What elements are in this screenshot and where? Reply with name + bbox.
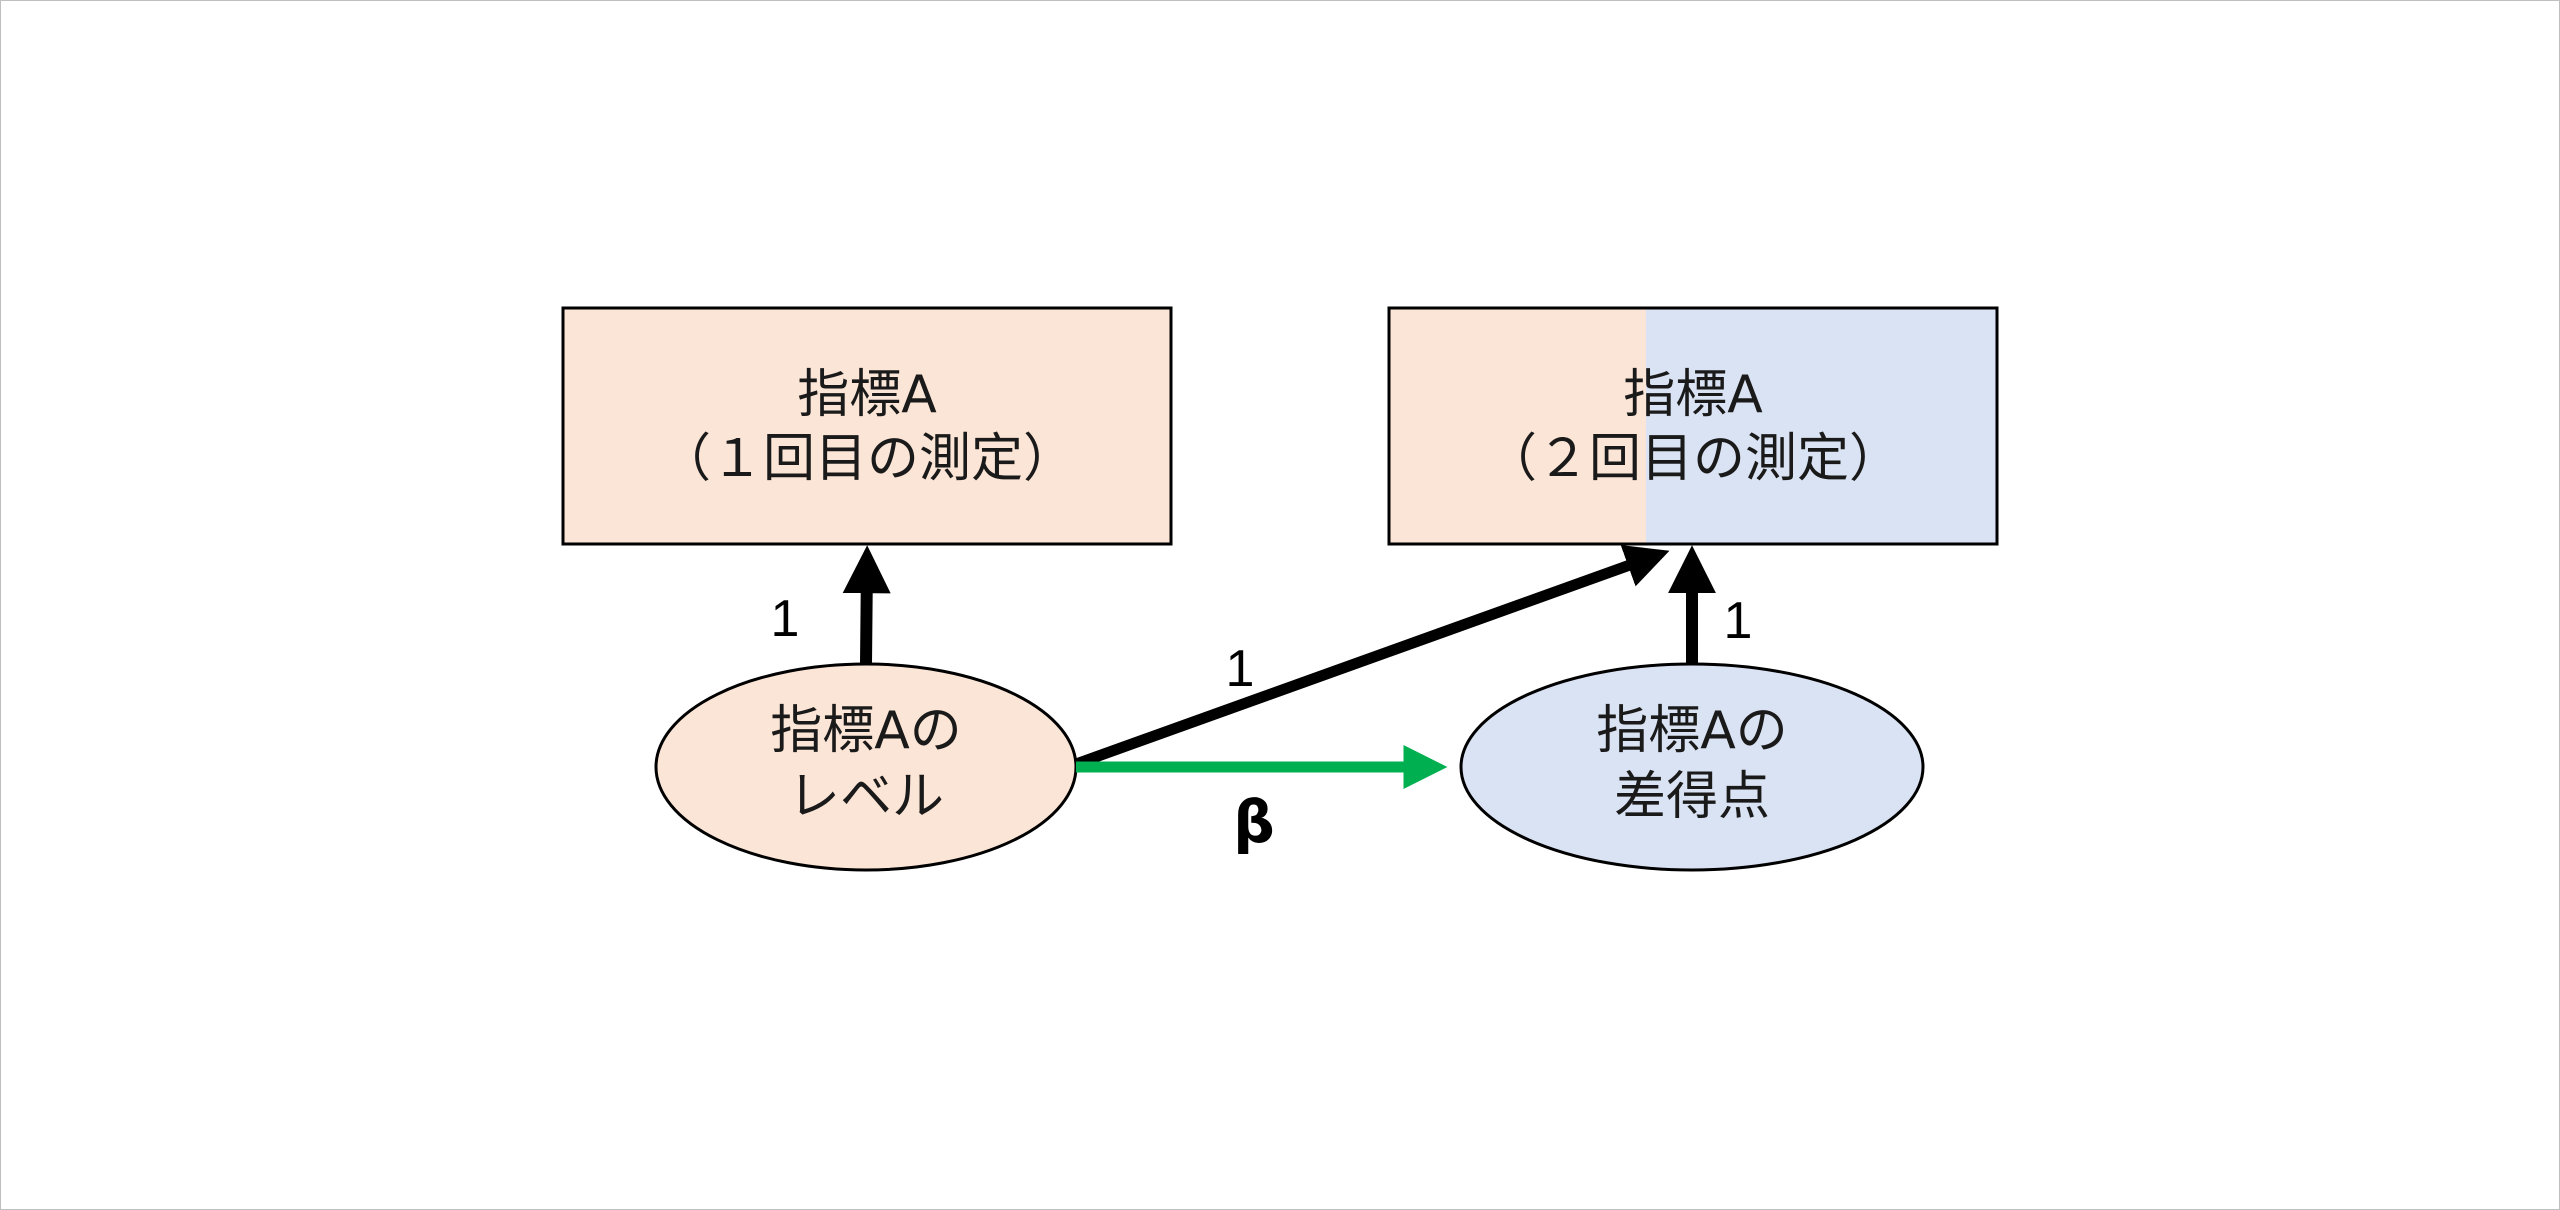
measure1-title: 指標A [797, 365, 937, 425]
difference-to-measure2-label: 1 [1724, 592, 1753, 650]
measure1-subtitle: （１回目の測定） [659, 429, 1075, 489]
level-to-measure1-arrow [842, 545, 891, 665]
level-to-measure1-label: 1 [771, 590, 800, 648]
level-label-line1: 指標Aの [770, 701, 962, 761]
level-ellipse: 指標Aの レベル [654, 662, 1078, 872]
measure1-box-shape [561, 306, 1173, 546]
level-to-measure2-arrow [1074, 544, 1670, 770]
measure2-title: 指標A [1623, 365, 1763, 425]
measure2-box: 指標A （２回目の測定） [1387, 306, 1999, 546]
measure1-box: 指標A （１回目の測定） [561, 306, 1173, 546]
measure2-box-shape [1387, 306, 1999, 546]
difference-label-line1: 指標Aの [1596, 701, 1788, 761]
level-to-measure2-label: 1 [1226, 640, 1255, 698]
difference-label-line2: 差得点 [1614, 767, 1770, 827]
level-to-difference-label: β [1233, 788, 1275, 856]
difference-ellipse: 指標Aの 差得点 [1459, 662, 1925, 872]
level-label-line2: レベル [788, 767, 944, 827]
measure2-subtitle: （２回目の測定） [1485, 429, 1901, 489]
